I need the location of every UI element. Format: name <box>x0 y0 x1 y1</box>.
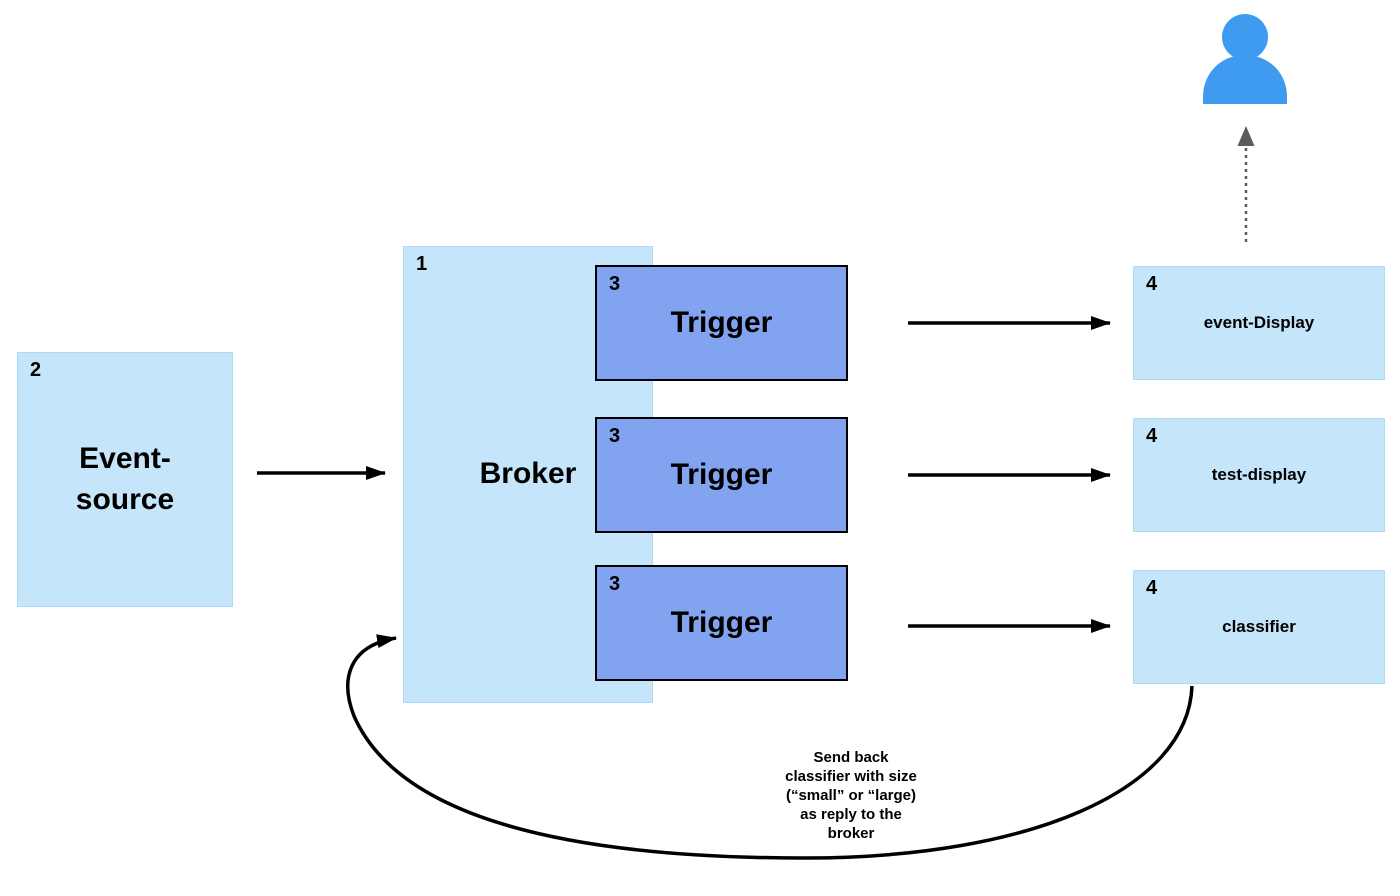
node-classifier: 4 classifier <box>1133 570 1385 684</box>
node-trigger-2-label: Trigger <box>670 457 773 491</box>
node-event-display-number: 4 <box>1146 273 1158 295</box>
node-trigger-3: 3 Trigger <box>595 565 848 681</box>
node-trigger-3-label: Trigger <box>670 605 773 639</box>
node-trigger-1-label: Trigger <box>670 305 773 339</box>
node-event-source-number: 2 <box>30 359 42 381</box>
feedback-annotation: Send back classifier with size (“small” … <box>785 749 917 842</box>
node-trigger-1-number: 3 <box>609 273 621 295</box>
node-trigger-3-number: 3 <box>609 573 621 595</box>
person-icon <box>1203 14 1287 104</box>
dotted-arrow-icon <box>1237 126 1255 242</box>
node-classifier-label: classifier <box>1222 617 1296 636</box>
node-trigger-2: 3 Trigger <box>595 417 848 533</box>
node-event-display-label: event-Display <box>1203 313 1315 332</box>
node-trigger-2-number: 3 <box>609 425 621 447</box>
node-test-display: 4 test-display <box>1133 418 1385 532</box>
node-test-display-number: 4 <box>1146 425 1158 447</box>
node-trigger-1: 3 Trigger <box>595 265 848 381</box>
node-classifier-number: 4 <box>1146 577 1158 599</box>
node-event-display: 4 event-Display <box>1133 266 1385 380</box>
node-event-source-label: Event- source <box>75 442 175 516</box>
node-broker-label: Broker <box>479 457 577 491</box>
node-test-display-label: test-display <box>1211 465 1307 484</box>
node-broker-number: 1 <box>416 253 428 275</box>
node-event-source: 2 Event- source <box>17 352 233 607</box>
